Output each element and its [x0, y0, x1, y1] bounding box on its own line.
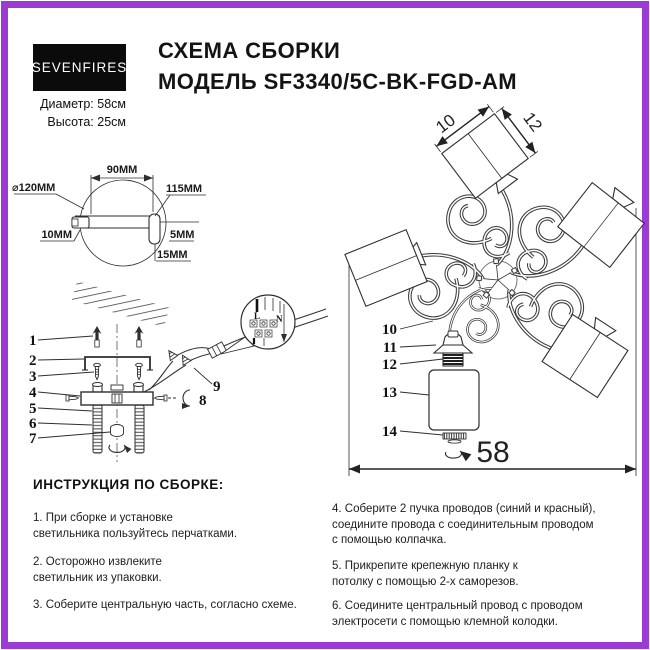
brand-name-bold: SEVEN: [31, 60, 83, 75]
lamp-shade: [344, 228, 428, 308]
part-number-8: 8: [199, 393, 207, 409]
part-number-14: 14: [382, 424, 398, 440]
dim-10mm: 10MM: [40, 229, 81, 242]
assembly-drawing: L N: [29, 281, 329, 462]
side-screw-icon: [153, 394, 168, 402]
lock-nut: [108, 424, 132, 453]
svg-text:90MM: 90MM: [107, 164, 138, 176]
part-number-9: 9: [213, 379, 221, 395]
rotation-arrow-icon: [181, 389, 191, 409]
terminal-detail-balloon: L N: [220, 294, 296, 355]
mounting-bracket: [82, 356, 153, 371]
instruction-item-6: 6. Соедините центральный провод с провод…: [332, 600, 583, 628]
threaded-rod: [92, 404, 103, 454]
page-title-line1: СХЕМА СБОРКИ: [158, 38, 341, 63]
dim-90mm: 90MM: [90, 164, 154, 214]
page-title: СХЕМА СБОРКИ МОДЕЛЬ SF3340/5C-BK-FGD-AM: [158, 35, 517, 97]
top-view-drawing: 10 12: [344, 103, 645, 476]
part-number-4: 4: [29, 385, 37, 401]
bulb-base: [442, 432, 467, 440]
part-number-2: 2: [29, 353, 37, 369]
mount-plate-drawing: 90MM ⌀120MM 115MM 10MM 5MM 15MM: [12, 164, 206, 267]
dim-diameter-120mm: ⌀120MM: [12, 182, 85, 210]
part-number-13: 13: [382, 385, 397, 401]
terminal-screws: [249, 304, 287, 346]
mounting-bar: [71, 213, 199, 245]
part-number-labels: 10 11 12 13 14: [382, 320, 444, 440]
exploded-lamp-assembly: [428, 330, 480, 462]
rotation-arrow-icon: [444, 450, 472, 462]
anchor-icon: [92, 326, 102, 348]
screw-icon: [135, 362, 143, 381]
lamp-shade: [556, 181, 645, 269]
instruction-item-1: 1. При сборке и установке светильника по…: [33, 512, 238, 540]
lamp-shade-top: 10 12: [432, 103, 546, 199]
svg-text:115MM: 115MM: [166, 183, 202, 195]
part-number-12: 12: [382, 357, 397, 373]
ceiling-hatch: [71, 281, 170, 327]
terminal-L-label: L: [254, 311, 260, 321]
instruction-item-5: 5. Прикрепите крепежную планку к потолку…: [332, 560, 519, 588]
lamp-shade: [541, 313, 629, 399]
screw-icon: [93, 362, 101, 381]
part-number-10: 10: [382, 322, 397, 338]
part-number-5: 5: [29, 401, 37, 417]
page-title-line2: МОДЕЛЬ SF3340/5C-BK-FGD-AM: [158, 69, 517, 94]
spec-height: Высота: 25см: [47, 114, 126, 129]
svg-text:5MM: 5MM: [170, 229, 194, 241]
svg-text:⌀120MM: ⌀120MM: [12, 182, 55, 194]
spec-diameter: Диаметр: 58см: [40, 97, 126, 111]
side-screw-icon: [65, 394, 80, 402]
product-specs: Диаметр: 58см Высота: 25см: [16, 96, 126, 131]
threaded-rod: [134, 404, 145, 454]
rotation-arrow-icon: [108, 444, 132, 453]
instruction-item-2: 2. Осторожно извлеките светильник из упа…: [33, 556, 162, 584]
dim-total-diameter: 58: [349, 436, 636, 474]
instructions-heading: ИНСТРУКЦИЯ ПО СБОРКЕ:: [33, 477, 224, 492]
hub-joint-beads: [476, 258, 519, 299]
wire-cap-icon: [168, 349, 179, 362]
shade-cylinder: [428, 369, 480, 431]
terminal-block: [206, 341, 228, 359]
terminal-N-label: N: [276, 314, 283, 324]
part-number-6: 6: [29, 416, 37, 432]
dim-15mm: 15MM: [154, 244, 191, 262]
part-number-11: 11: [383, 340, 397, 356]
svg-text:10MM: 10MM: [41, 229, 72, 241]
part-number-labels: 1 2 3 4 5 6 7 8 9: [29, 333, 221, 447]
socket-cap-brim: [432, 344, 474, 354]
dim-5mm: 5MM: [169, 229, 194, 242]
svg-text:15MM: 15MM: [157, 249, 188, 261]
part-number-1: 1: [29, 333, 37, 349]
mounting-plate: [80, 382, 154, 406]
shade-seam: [569, 332, 601, 380]
anchor-icon: [134, 326, 144, 348]
part-number-7: 7: [29, 431, 37, 447]
svg-text:12: 12: [519, 109, 546, 136]
shade-seam: [583, 202, 619, 248]
wire-cap-icon: [181, 354, 192, 367]
brand-name-light: FIRES: [82, 60, 128, 75]
instruction-item-3: 3. Соберите центральную часть, согласно …: [33, 599, 297, 611]
svg-text:58: 58: [476, 436, 509, 469]
dim-115mm: 115MM: [154, 183, 206, 217]
part-number-3: 3: [29, 369, 37, 385]
shade-seam: [355, 255, 417, 281]
instruction-item-4: 4. Соберите 2 пучка проводов (синий и кр…: [332, 503, 596, 546]
